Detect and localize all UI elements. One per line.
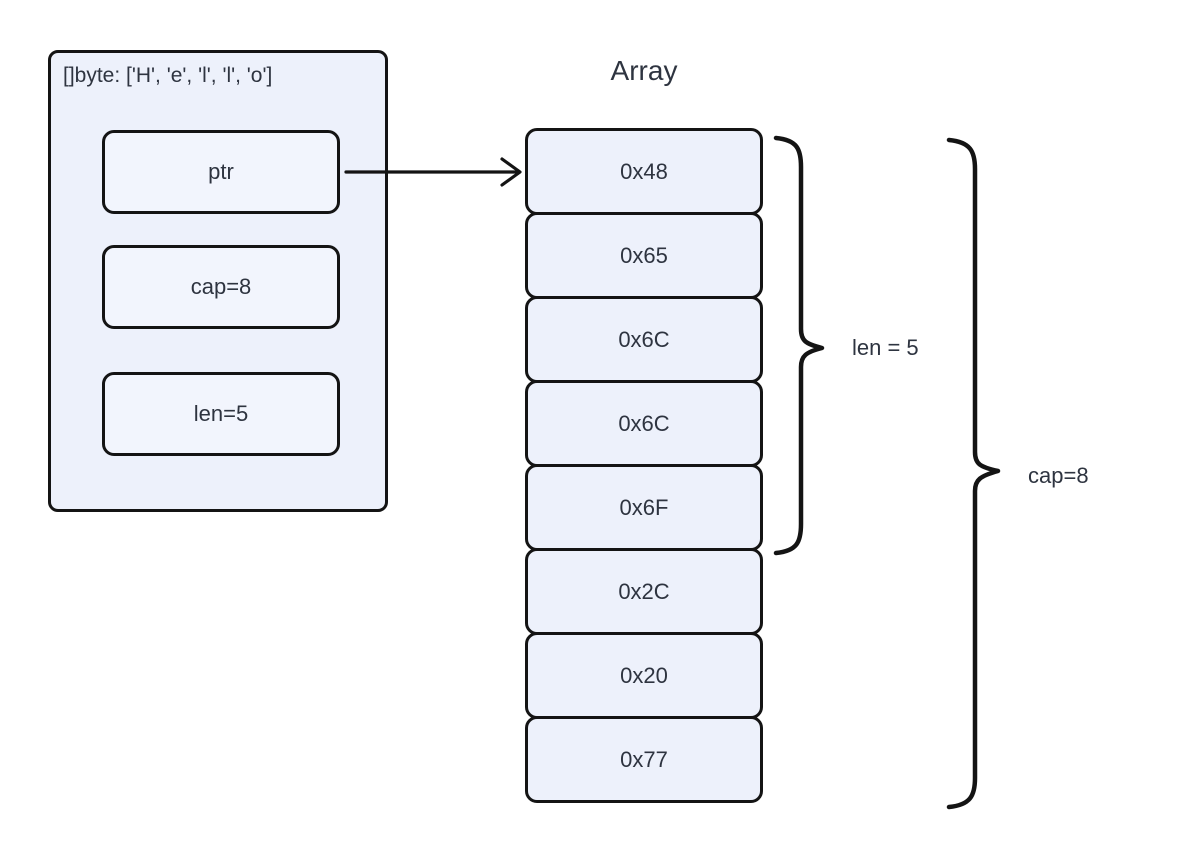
- array-cell-value: 0x6C: [618, 326, 670, 352]
- len-field-box: len=5: [102, 372, 340, 456]
- cap-brace: [946, 137, 1001, 810]
- ptr-field-box: ptr: [102, 130, 340, 214]
- array-cell: 0x48: [525, 128, 763, 215]
- array-cell-value: 0x20: [620, 662, 668, 688]
- cap-field-box: cap=8: [102, 245, 340, 329]
- slice-type-label: []byte: ['H', 'e', 'l', 'l', 'o']: [63, 64, 273, 87]
- array-cell: 0x65: [525, 212, 763, 299]
- array-cell: 0x2C: [525, 548, 763, 635]
- array-cell-value: 0x48: [620, 158, 668, 184]
- array-cell-value: 0x2C: [618, 578, 670, 604]
- array-cell: 0x20: [525, 632, 763, 719]
- len-brace: [773, 135, 825, 556]
- len-brace-label: len = 5: [852, 335, 919, 360]
- slice-header-box: []byte: ['H', 'e', 'l', 'l', 'o'] ptr ca…: [48, 50, 388, 512]
- array-cell: 0x77: [525, 716, 763, 803]
- array-cell: 0x6C: [525, 296, 763, 383]
- cap-brace-label: cap=8: [1028, 463, 1089, 488]
- len-field-label: len=5: [193, 401, 249, 426]
- cap-field-label: cap=8: [190, 274, 252, 299]
- array-cell-value: 0x6F: [619, 494, 669, 520]
- array-column: 0x48 0x65 0x6C 0x6C 0x6F 0x2C 0x20 0x77: [525, 128, 763, 803]
- array-cell-value: 0x77: [620, 746, 668, 772]
- ptr-field-label: ptr: [208, 159, 234, 184]
- array-cell: 0x6F: [525, 464, 763, 551]
- array-cell-value: 0x65: [620, 242, 668, 268]
- array-cell: 0x6C: [525, 380, 763, 467]
- array-cell-value: 0x6C: [618, 410, 670, 436]
- array-title: Array: [610, 55, 678, 86]
